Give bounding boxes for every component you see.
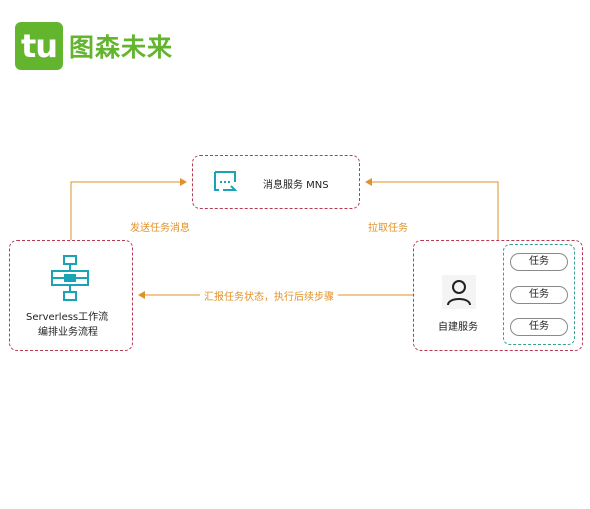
message-service-icon: [214, 171, 237, 191]
arrow-pull-task: [365, 178, 499, 240]
label-pull-task: 拉取任务: [366, 219, 410, 234]
logo-mark: tu: [15, 22, 63, 70]
user-icon: [442, 275, 476, 309]
self-service-label: 自建服务: [438, 322, 478, 333]
label-report: 汇报任务状态，执行后续步骤: [200, 288, 338, 303]
mns-label: 消息服务 MNS: [263, 180, 329, 191]
task-item: 任务: [510, 253, 568, 271]
label-send-message: 发送任务消息: [128, 219, 192, 234]
self-service-box: 自建服务: [413, 240, 583, 351]
serverless-label-line2: 编排业务流程: [38, 327, 98, 338]
logo: tu 图森未来: [15, 22, 173, 70]
mns-box: 消息服务 MNS: [192, 155, 360, 209]
task-item: 任务: [510, 286, 568, 304]
arrow-send-message: [70, 178, 187, 240]
workflow-icon: [51, 255, 89, 301]
task-group: 任务 任务 任务: [503, 244, 575, 345]
serverless-workflow-box: Serverless工作流 编排业务流程: [9, 240, 133, 351]
task-item: 任务: [510, 318, 568, 336]
serverless-label-line1: Serverless工作流: [26, 312, 109, 323]
logo-name: 图森未来: [69, 33, 174, 62]
